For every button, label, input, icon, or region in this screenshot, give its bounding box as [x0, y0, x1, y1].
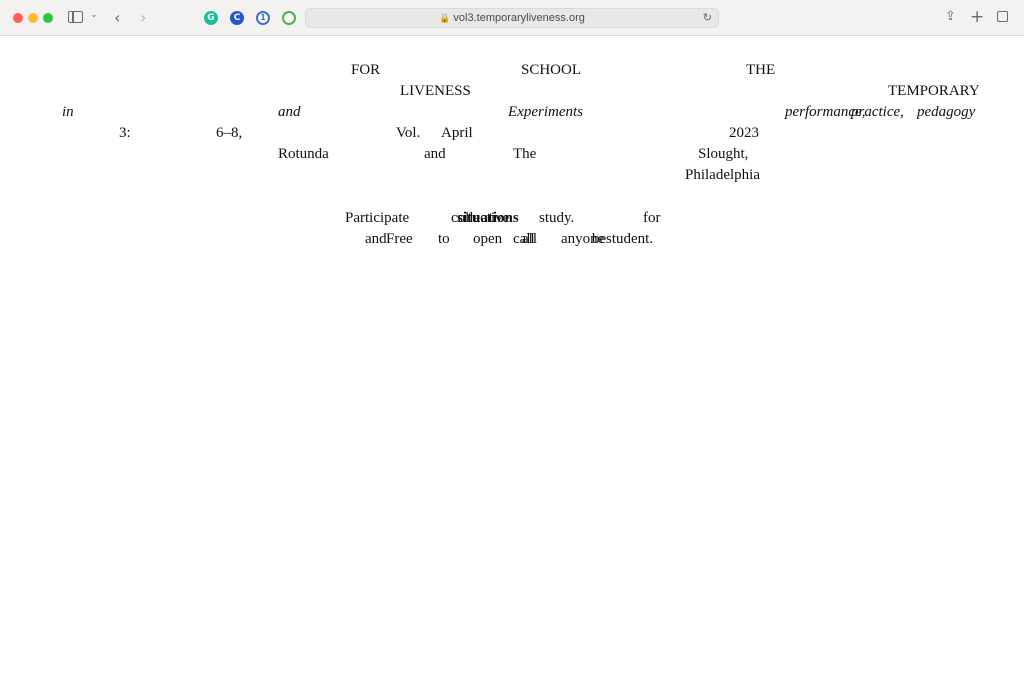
title-word-liveness: LIVENESS	[400, 83, 471, 99]
venue-word-and: and	[424, 146, 446, 162]
venue-word-slought: Slought,	[698, 146, 749, 162]
new-tab-icon[interactable]: +	[970, 7, 985, 27]
date-word-april: April	[441, 125, 473, 141]
body-word-participate: Participate	[345, 210, 410, 226]
lock-icon: 🔒	[439, 13, 451, 23]
sidebar-toggle-icon[interactable]	[68, 11, 83, 23]
forward-icon[interactable]: ›	[140, 8, 147, 27]
title-word-school: SCHOOL	[521, 62, 582, 78]
body-word-anyone: anyone	[561, 231, 605, 247]
back-icon[interactable]: ‹	[114, 8, 121, 27]
tab-overview-icon[interactable]	[997, 11, 1008, 22]
subtitle-word-in: in	[62, 104, 74, 120]
c-extension-icon[interactable]: C	[230, 11, 244, 25]
subtitle-word-performance: performance,	[785, 104, 866, 120]
body-word-for: for	[643, 210, 661, 226]
date-word-6-8: 6–8,	[216, 125, 243, 141]
subtitle-word-practice: practice,	[851, 104, 904, 120]
body-word-study: study.	[539, 210, 575, 226]
body-word-be: be	[592, 231, 607, 247]
reload-icon[interactable]: ↻	[702, 11, 712, 24]
body-word-student: student.	[606, 231, 654, 247]
close-window-button[interactable]	[13, 13, 23, 23]
share-icon[interactable]: ⇪	[945, 9, 956, 24]
password-manager-icon[interactable]: 1	[256, 11, 270, 25]
body-word-free: Free	[386, 231, 413, 247]
grammarly-icon[interactable]: G	[204, 11, 218, 25]
title-word-for: FOR	[351, 62, 381, 78]
venue-word-rotunda: Rotunda	[278, 146, 329, 162]
subtitle-word-and: and	[278, 104, 301, 120]
title-word-temporary: TEMPORARY	[888, 83, 980, 99]
date-word-3: 3:	[119, 125, 131, 141]
minimize-window-button[interactable]	[28, 13, 38, 23]
subtitle-word-pedagogy: pedagogy	[917, 104, 976, 120]
body-word-to: to	[438, 231, 450, 247]
url-text[interactable]: 🔒 vol3.temporaryliveness.org	[439, 12, 585, 24]
venue-word-philadelphia: Philadelphia	[685, 167, 760, 183]
maximize-window-button[interactable]	[43, 13, 53, 23]
date-word-vol: Vol.	[396, 125, 421, 141]
date-word-2023: 2023	[729, 125, 759, 141]
body-word-all: all	[522, 231, 537, 247]
body-word-call: call	[513, 231, 535, 247]
body-word-situations: situations	[457, 210, 519, 226]
venue-word-the: The	[513, 146, 537, 162]
browser-toolbar: ⌄ ‹ › G C 1 🔒 vol3.temporaryliveness.org…	[0, 0, 1024, 36]
body-word-open: open	[473, 231, 503, 247]
subtitle-word-experiments: Experiments	[508, 104, 583, 120]
ring-extension-icon[interactable]	[282, 11, 296, 25]
body-word-collective: collective	[451, 210, 510, 226]
address-bar[interactable]: 🔒 vol3.temporaryliveness.org ↻	[305, 8, 719, 28]
title-word-the: THE	[746, 62, 776, 78]
body-word-and: and	[365, 231, 387, 247]
chevron-down-icon[interactable]: ⌄	[90, 10, 98, 20]
